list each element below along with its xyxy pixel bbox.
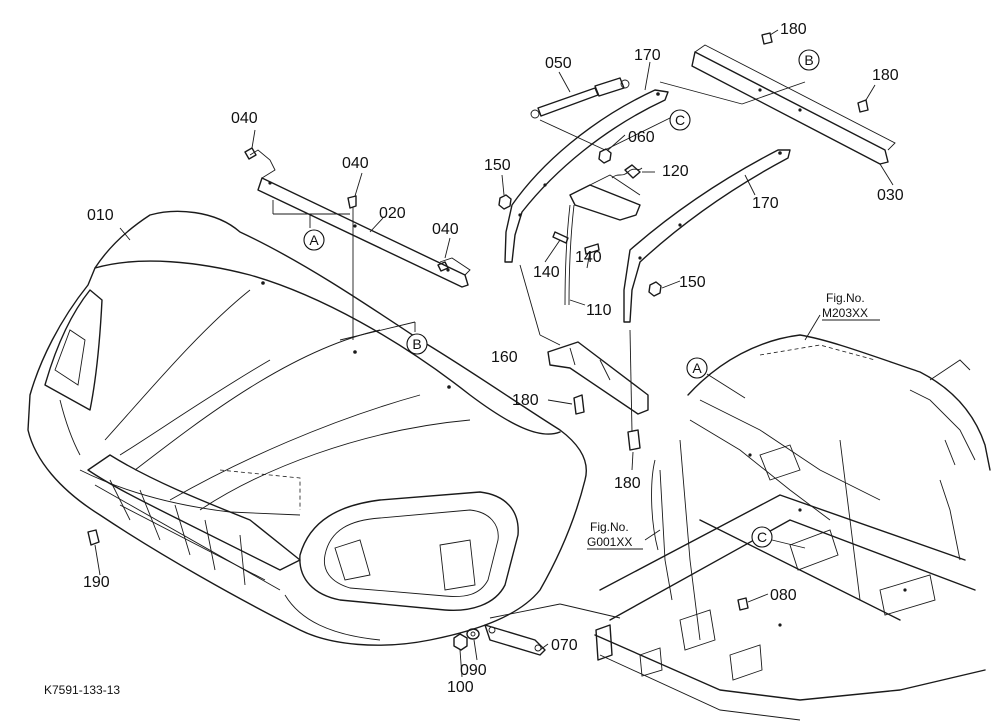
label-140-right: 140 [575, 249, 602, 266]
label-110: 110 [586, 302, 612, 319]
label-030: 030 [877, 187, 904, 204]
marker-c-strut-label: C [675, 112, 685, 128]
fig-ref-g001-line2: G001XX [587, 535, 632, 549]
label-010: 010 [87, 207, 114, 224]
label-150-right: 150 [679, 274, 706, 291]
nut-100 [453, 633, 468, 651]
label-060: 060 [628, 129, 655, 146]
label-090: 090 [460, 662, 487, 679]
fig-ref-m203-line1: Fig.No. [826, 291, 865, 305]
label-180-top: 180 [780, 21, 807, 38]
label-040-left: 040 [231, 110, 258, 127]
label-080: 080 [770, 587, 797, 604]
label-100: 100 [447, 679, 474, 696]
label-180-bracket: 180 [512, 392, 539, 409]
label-020: 020 [379, 205, 406, 222]
label-180-lower: 180 [614, 475, 641, 492]
nut-150-right [648, 281, 662, 297]
reference-marker-c-strut: C [539, 109, 691, 151]
marker-b-hood-label: B [412, 336, 421, 352]
hood-assembly [27, 210, 587, 646]
reference-marker-a-bracket: A [272, 200, 350, 251]
marker-a-chassis-label: A [692, 360, 702, 376]
label-140-left: 140 [533, 264, 560, 281]
hood-bracket-020 [244, 147, 471, 340]
chassis-frame [594, 334, 991, 721]
label-120: 120 [662, 163, 689, 180]
marker-c-chassis-label: C [757, 529, 767, 545]
label-180-right: 180 [872, 67, 899, 84]
bolt-140-left [552, 231, 569, 244]
bolt-190 [87, 529, 100, 546]
mounting-bracket-160 [519, 264, 649, 451]
bolt-180-top [761, 32, 773, 45]
label-070: 070 [551, 637, 578, 654]
fig-ref-m203-line2: M203XX [822, 306, 868, 320]
striker-plate-070 [484, 624, 546, 656]
drawing-code: K7591-133-13 [44, 683, 120, 697]
bolt-080 [737, 597, 749, 611]
bolt-180-crossbar [857, 99, 869, 113]
part-labels: 010 040 040 020 040 050 170 060 150 120 … [83, 21, 904, 696]
reference-marker-b-crossbar: B [659, 49, 820, 105]
label-170-upper: 170 [634, 47, 661, 64]
label-160: 160 [491, 349, 518, 366]
label-190: 190 [83, 574, 110, 591]
label-050: 050 [545, 55, 572, 72]
label-040-right: 040 [432, 221, 459, 238]
gas-strut-050 [530, 77, 630, 119]
reference-marker-c-chassis: C [751, 526, 806, 549]
reference-marker-b-hood: B [339, 321, 428, 355]
nut-060 [598, 148, 612, 164]
figure-reference-m203: Fig.No. M203XX [822, 291, 880, 321]
label-040-center: 040 [342, 155, 369, 172]
marker-b-crossbar-label: B [804, 52, 813, 68]
label-150-left: 150 [484, 157, 511, 174]
crossbar-030 [691, 44, 896, 165]
hinge-arm-170-upper [504, 89, 669, 263]
leader-lines [94, 29, 894, 678]
reference-marker-a-chassis: A [686, 357, 746, 399]
bolt-140-right [584, 243, 600, 255]
latch-assembly [564, 164, 643, 306]
hinge-arm-170-lower [623, 149, 791, 323]
marker-a-label: A [309, 232, 319, 248]
fig-ref-g001-line1: Fig.No. [590, 520, 629, 534]
nut-150-left [498, 194, 512, 210]
figure-reference-g001: Fig.No. G001XX [587, 520, 643, 550]
washer-090 [466, 628, 480, 640]
label-170-lower: 170 [752, 195, 779, 212]
